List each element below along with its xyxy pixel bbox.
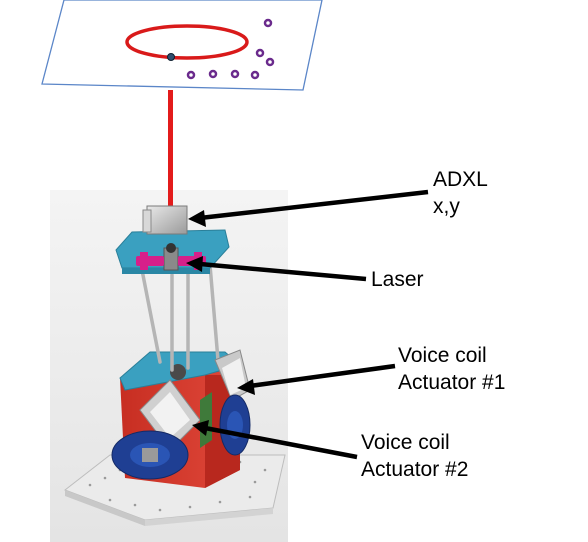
rod-bearing [170, 364, 186, 380]
pointer-arrows [186, 189, 429, 460]
voice-coil-2-label-line-2: Actuator #2 [361, 458, 469, 481]
arrow-adxl-head [188, 210, 206, 227]
screen-plane [41, 0, 323, 91]
target-dot [230, 69, 240, 79]
support-rods [140, 263, 220, 372]
side-panel [200, 392, 212, 448]
voice-coil-2-label-line-1: Voice coil [361, 431, 450, 454]
arrow-vc2-head [192, 420, 209, 436]
target-dot [255, 48, 265, 58]
laser-spot [167, 53, 175, 61]
target-dot [263, 18, 273, 28]
support-rod [140, 268, 162, 364]
target-dot [265, 57, 275, 67]
target-dots [186, 18, 275, 80]
target-dot [208, 69, 218, 79]
adxl-label: ADXL x,y [433, 166, 488, 220]
arrow-vc1 [249, 363, 396, 389]
voice-coil-actuator-2 [111, 379, 201, 480]
voice-coil-1-label: Voice coil Actuator #1 [398, 342, 505, 396]
adxl-label-line-2: x,y [433, 195, 460, 218]
laser-beam [168, 90, 173, 268]
voice-coil-1-label-line-1: Voice coil [398, 344, 487, 367]
support-rod [208, 263, 220, 362]
arrow-adxl [199, 189, 429, 221]
arrow-laser-head [186, 256, 203, 272]
arrow-vc1-head [237, 379, 255, 395]
target-dot [186, 70, 196, 80]
voice-coil-2-label: Voice coil Actuator #2 [361, 429, 468, 483]
adxl-label-line-1: ADXL [433, 168, 488, 191]
arrow-vc2 [204, 425, 358, 460]
target-dot [250, 70, 260, 80]
laser-label: Laser [371, 268, 424, 291]
adxl-sensor [146, 205, 188, 235]
projection-screen [41, 0, 323, 91]
target-ellipse [125, 24, 249, 60]
voice-coil-1-label-line-2: Actuator #1 [398, 371, 506, 394]
arrow-laser [199, 261, 367, 282]
